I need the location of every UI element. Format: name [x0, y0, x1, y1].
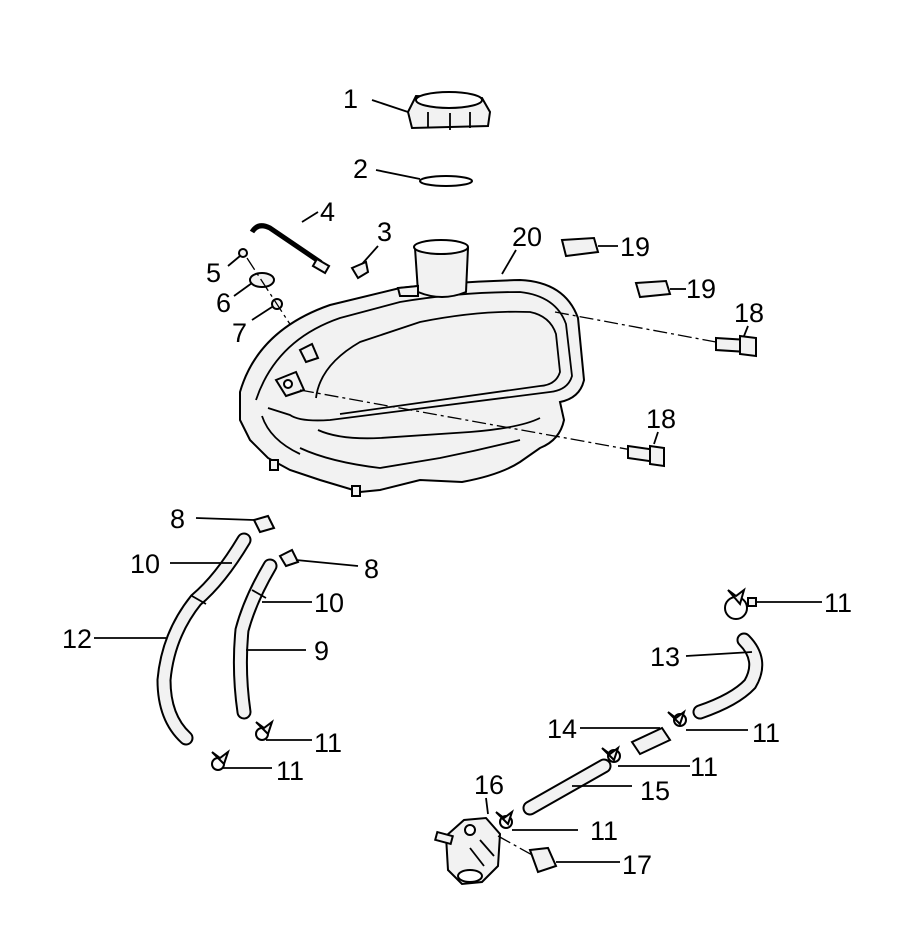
- part-8-clamp-b: [278, 548, 300, 568]
- part-11-clamp-f: [495, 809, 514, 829]
- part-18-bolt-b-head: [649, 444, 665, 468]
- part-12-hose: [158, 534, 250, 744]
- callout-1: 1: [343, 84, 358, 114]
- part-11-clamp-d: [667, 709, 687, 727]
- leader-18b: [653, 431, 659, 445]
- part-14-filter: [630, 726, 672, 756]
- part-13-hose: [694, 634, 762, 718]
- callout-11e: 11: [690, 752, 718, 782]
- axis-18b: [299, 389, 633, 451]
- part-1-fuel-cap: [406, 91, 492, 130]
- leader-2: [375, 169, 421, 180]
- part-4-bracket-end: [311, 257, 331, 275]
- part-9-hose: [234, 560, 276, 718]
- axis-18a: [554, 311, 717, 343]
- callout-19a: 19: [620, 232, 650, 262]
- leader-5: [227, 255, 241, 267]
- leader-18a: [743, 325, 749, 337]
- part-3-clip: [350, 260, 370, 280]
- callout-7: 7: [232, 318, 247, 348]
- hose-joint-10a: [191, 595, 207, 605]
- callout-11f: 11: [590, 816, 618, 846]
- callout-16: 16: [474, 770, 504, 800]
- callout-15: 15: [640, 776, 670, 806]
- part-18-bolt-a-head: [739, 334, 757, 358]
- callout-8b: 8: [364, 554, 379, 584]
- leader-13: [685, 651, 753, 657]
- callout-4: 4: [320, 197, 335, 227]
- callout-14: 14: [547, 714, 577, 744]
- callout-18a: 18: [734, 298, 764, 328]
- leader-7: [251, 306, 273, 321]
- leader-1: [371, 99, 409, 113]
- callout-2: 2: [353, 154, 368, 184]
- callout-18b: 18: [646, 404, 676, 434]
- leader-20: [501, 249, 517, 275]
- part-8-clamp-a: [252, 514, 276, 534]
- part-4-bracket: [249, 223, 325, 269]
- callout-8a: 8: [170, 504, 185, 534]
- callout-13: 13: [650, 642, 680, 672]
- callout-20: 20: [512, 222, 542, 252]
- part-5-nut: [238, 248, 248, 258]
- leader-3: [361, 245, 379, 265]
- callout-12: 12: [62, 624, 92, 654]
- hose-joint-10b: [251, 589, 267, 599]
- part-2-gasket: [419, 175, 473, 187]
- callout-5: 5: [206, 258, 221, 288]
- part-19-pad-a: [560, 236, 600, 258]
- part-19-pad-b: [634, 279, 672, 299]
- callout-3: 3: [377, 217, 392, 247]
- callout-11a: 11: [314, 728, 342, 758]
- part-11-clamp-e: [601, 745, 621, 763]
- callout-10a: 10: [130, 549, 160, 579]
- leader-6: [233, 282, 253, 297]
- callout-10b: 10: [314, 588, 344, 618]
- callout-17: 17: [622, 850, 652, 880]
- callout-11d: 11: [752, 718, 780, 748]
- callout-11c: 11: [824, 588, 852, 618]
- part-17-bolt: [528, 846, 558, 874]
- part-20-fuel-tank: [239, 239, 586, 497]
- leader-16: [485, 797, 489, 815]
- leader-4: [301, 211, 319, 223]
- leader-8b: [295, 559, 359, 567]
- callout-19b: 19: [686, 274, 716, 304]
- callout-9: 9: [314, 636, 329, 666]
- leader-8a: [195, 517, 255, 521]
- part-11-clamp-a: [255, 719, 274, 741]
- part-16-fuel-valve: [434, 816, 502, 886]
- part-15-hose: [524, 760, 610, 814]
- part-11-clamp-b: [211, 749, 230, 771]
- callout-6: 6: [216, 288, 231, 318]
- callout-11b: 11: [276, 756, 304, 786]
- part-11-clamp-c: [724, 587, 757, 620]
- axis-17: [497, 835, 535, 857]
